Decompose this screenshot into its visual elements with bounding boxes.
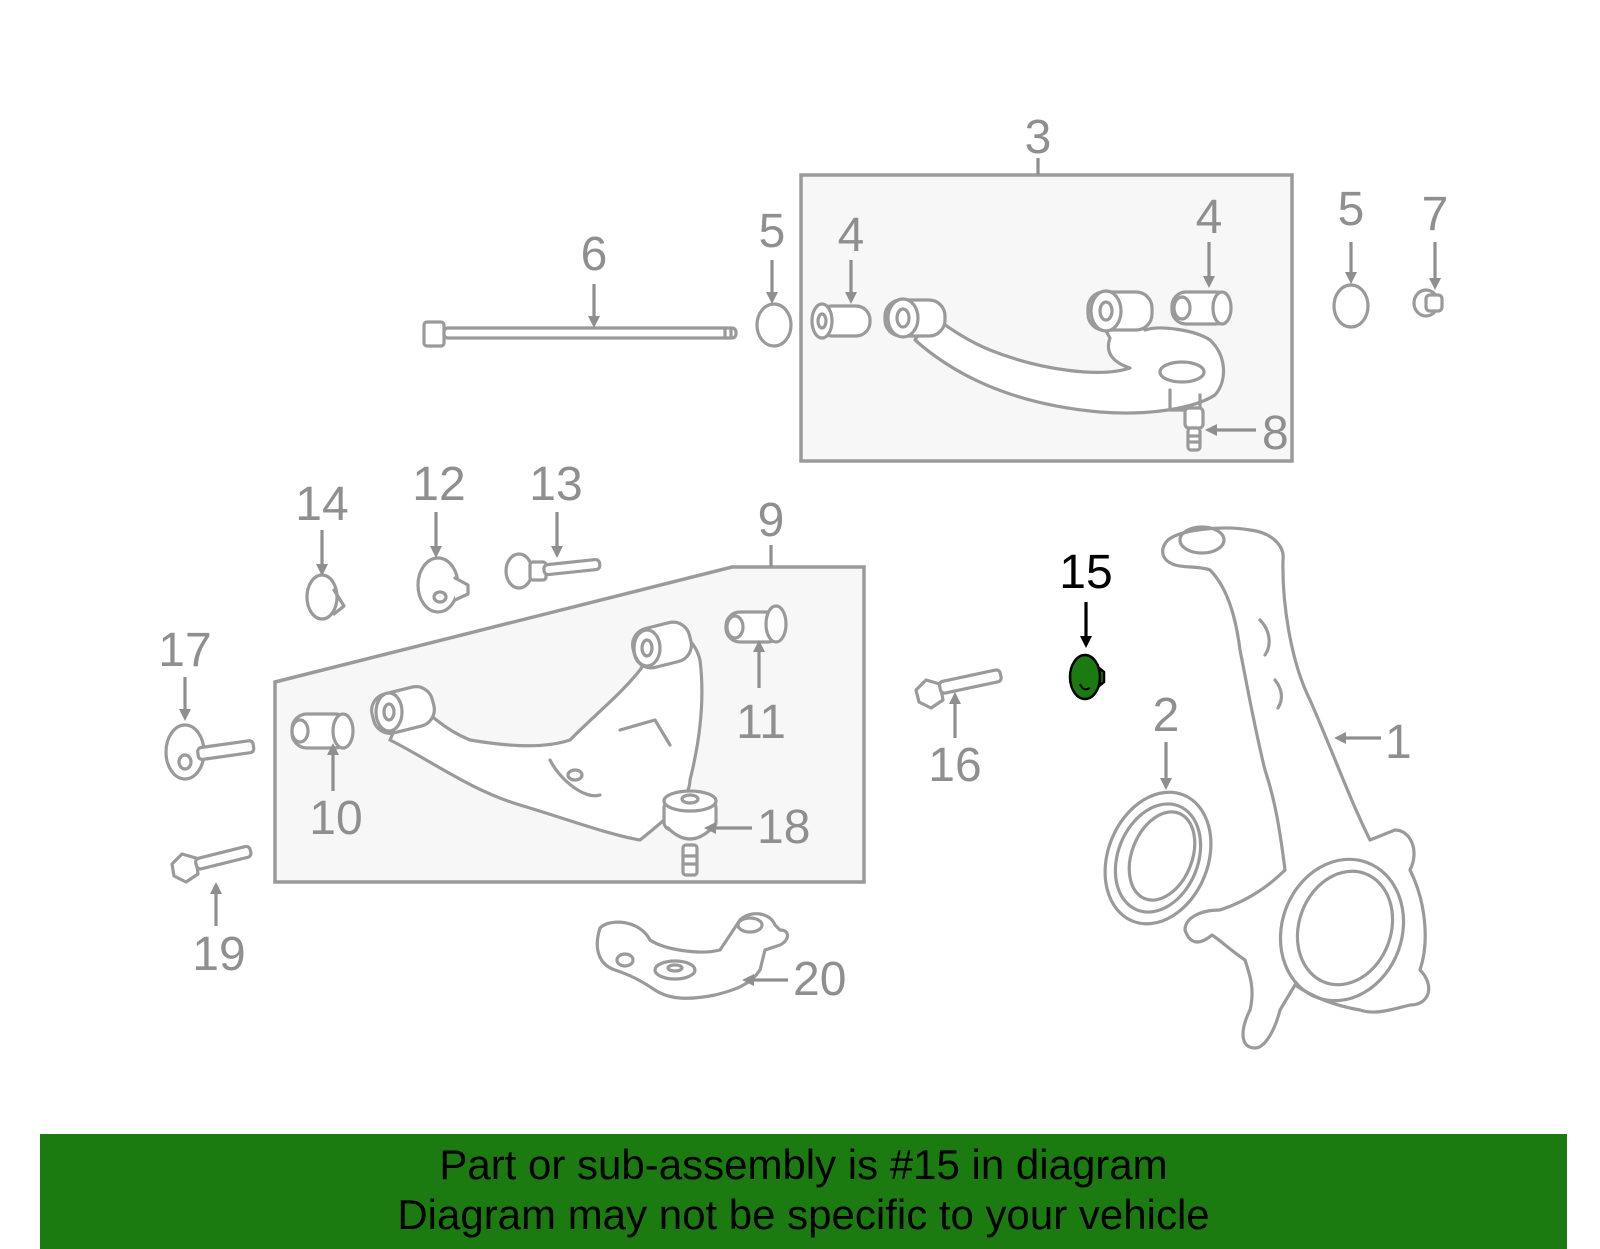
callout-5-left: 5 xyxy=(759,205,786,258)
callout-5-right: 5 xyxy=(1338,183,1365,236)
info-banner: Part or sub-assembly is #15 in diagram D… xyxy=(40,1134,1567,1249)
part-2-dust-seal xyxy=(1103,790,1213,926)
part-18-ball-joint xyxy=(662,789,718,877)
callout-18: 18 xyxy=(757,801,810,854)
part-20-bracket xyxy=(595,912,790,1000)
part-9-lower-control-arm xyxy=(370,620,704,842)
callout-2: 2 xyxy=(1153,689,1180,742)
part-19-bolt xyxy=(170,844,253,884)
part-15-cam-nut-highlighted xyxy=(1068,653,1106,701)
callout-4-right: 4 xyxy=(1196,191,1223,244)
part-4-bushing-right xyxy=(1170,290,1233,326)
part-13-cam-bolt xyxy=(504,552,602,590)
callout-1: 1 xyxy=(1385,716,1412,769)
callout-11: 11 xyxy=(736,696,786,749)
part-4-bushing-left xyxy=(810,302,872,340)
callout-13: 13 xyxy=(529,458,582,511)
callout-20: 20 xyxy=(793,953,846,1006)
part-14-cam-washer xyxy=(305,573,346,621)
callout-14: 14 xyxy=(295,478,348,531)
callout-16: 16 xyxy=(928,739,981,792)
callout-15: 15 xyxy=(1059,546,1112,599)
callout-17: 17 xyxy=(158,624,211,677)
part-12-cam xyxy=(416,556,470,614)
part-3-upper-control-arm xyxy=(883,289,1226,415)
callout-6: 6 xyxy=(581,228,608,281)
part-7-nut xyxy=(1412,288,1444,318)
part-17-cam-bolt xyxy=(164,723,256,781)
part-6-bolt xyxy=(422,320,738,348)
part-16-bolt xyxy=(914,668,1003,710)
callout-9: 9 xyxy=(758,494,785,547)
part-1-steering-knuckle xyxy=(1161,525,1431,1050)
part-5-washer-right xyxy=(1332,283,1370,329)
part-10-bushing xyxy=(290,712,355,750)
callout-19: 19 xyxy=(192,928,245,981)
callout-8: 8 xyxy=(1262,407,1289,460)
callout-3: 3 xyxy=(1025,111,1052,164)
part-5-washer xyxy=(755,302,793,348)
banner-part-note: Part or sub-assembly is #15 in diagram xyxy=(439,1141,1168,1188)
callout-arrows xyxy=(179,242,1441,986)
callout-10: 10 xyxy=(309,792,362,845)
callout-7: 7 xyxy=(1422,188,1449,241)
part-11-bushing xyxy=(724,604,788,644)
banner-disclaimer: Diagram may not be specific to your vehi… xyxy=(397,1191,1210,1238)
callout-12: 12 xyxy=(412,458,465,511)
part-8-ball-joint xyxy=(1183,406,1205,452)
callout-4-left: 4 xyxy=(838,209,865,262)
